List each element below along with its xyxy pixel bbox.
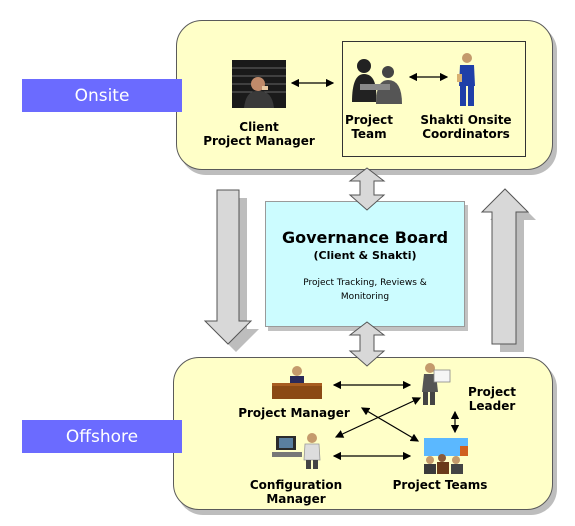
- onsite-governance-arrow: [348, 167, 386, 211]
- governance-title: Governance Board: [281, 228, 449, 247]
- manager-teams-connector: [360, 407, 420, 442]
- project-manager-label: Project Manager: [238, 406, 350, 420]
- project-teams-label: Project Teams: [392, 478, 488, 492]
- governance-subtitle: (Client & Shakti): [313, 249, 417, 262]
- team-silhouette-icon: [352, 59, 402, 104]
- up-flow-arrow: [480, 188, 536, 352]
- governance-board: Governance Board (Client & Shakti) Proje…: [265, 201, 465, 327]
- governance-offshore-arrow: [348, 321, 386, 367]
- governance-description: Project Tracking, Reviews & Monitoring: [303, 278, 427, 302]
- shakti-coordinators-label: Shakti Onsite Coordinators: [420, 113, 512, 141]
- leader-figure-icon: [422, 363, 451, 405]
- client-photo-icon: [232, 60, 286, 108]
- manager-desk-icon: [272, 366, 322, 399]
- client-pm-label: Client Project Manager: [203, 120, 315, 148]
- project-team-label: Project Team: [344, 113, 394, 141]
- project-leader-label: Project Leader: [467, 385, 517, 413]
- offshore-tag: Offshore: [22, 420, 182, 453]
- teams-meeting-icon: [424, 438, 468, 474]
- down-flow-arrow: [203, 189, 259, 352]
- config-workstation-icon: [272, 433, 321, 469]
- onsite-tag: Onsite: [22, 79, 182, 112]
- onsite-team-box: [342, 41, 526, 157]
- coordinator-figure-icon: [457, 53, 475, 106]
- configuration-manager-label: Configuration Manager: [249, 478, 343, 506]
